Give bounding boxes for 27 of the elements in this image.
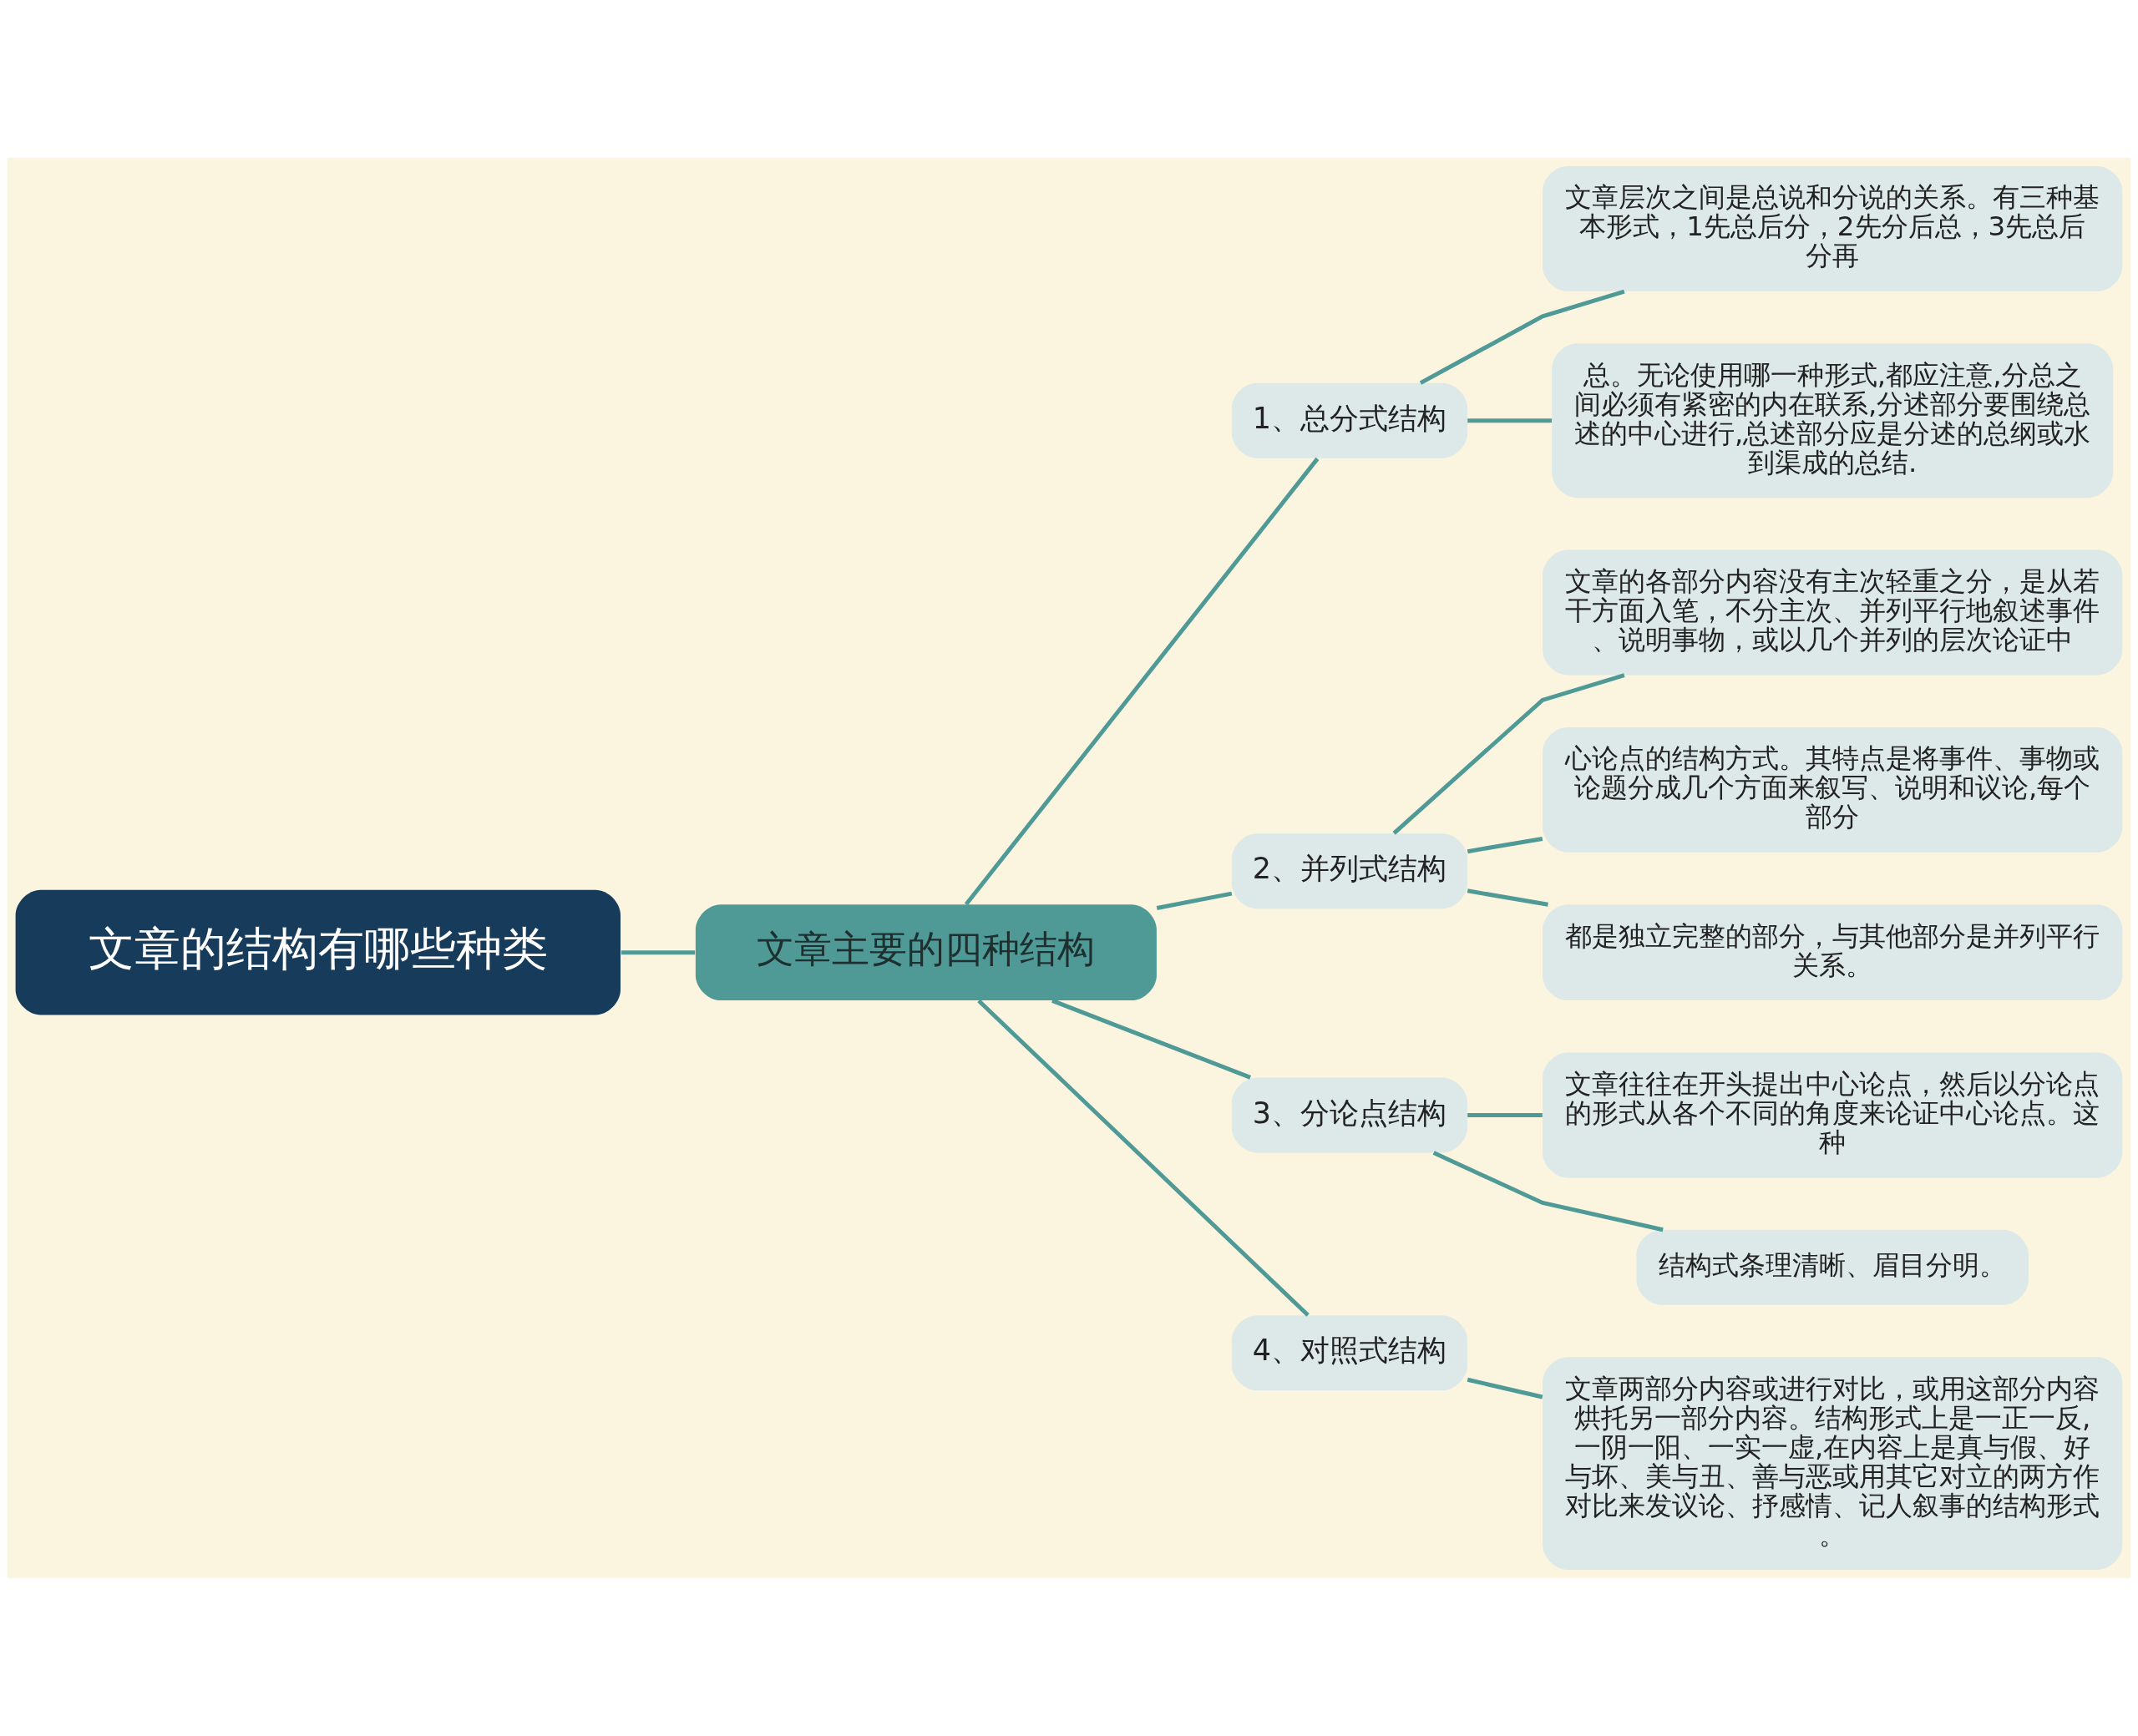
connector xyxy=(1419,289,1625,385)
connector xyxy=(621,950,696,955)
node-box: 3、分论点结构 xyxy=(1231,1077,1468,1153)
node-box: 总。无论使用哪一种形式,都应注意,分总之间必须有紧密的内在联系,分述部分要围绕总述的中心进行,总述部分应是分述的总纲或水到渠成的总结. xyxy=(1552,343,2114,499)
connector xyxy=(1392,673,1625,835)
connector xyxy=(977,999,1310,1317)
connector xyxy=(1467,836,1543,854)
node-box: 4、对照式结构 xyxy=(1231,1315,1468,1391)
connector xyxy=(1432,1151,1664,1232)
node-box: 心论点的结构方式。其特点是将事件、事物或论题分成几个方面来叙写、说明和议论,每个部分 xyxy=(1543,726,2123,853)
connector xyxy=(1467,888,1548,907)
node-box: 2、并列式结构 xyxy=(1231,833,1468,909)
node-box: 1、总分式结构 xyxy=(1231,382,1468,458)
node-box: 文章的各部分内容没有主次轻重之分，是从若干方面入笔，不分主次、并列平行地叙述事件、说明事物，或以几个并列的层次论证中 xyxy=(1543,549,2123,676)
node-box: 都是独立完整的部分，与其他部分是并列平行关系。 xyxy=(1543,904,2123,1001)
connector xyxy=(1467,1377,1543,1399)
connector xyxy=(1051,999,1252,1080)
node-box: 文章层次之间是总说和分说的关系。有三种基本形式，1先总后分，2先分后总，3先总后分再 xyxy=(1543,166,2123,291)
node-box: 文章两部分内容或进行对比，或用这部分内容烘托另一部分内容。结构形式上是一正一反,一阴一阳、一实一虚,在内容上是真与假、好与坏、美与丑、善与恶或用其它对立的两方作对比来发议论、抒感情、记人叙事的结构形式。 xyxy=(1543,1357,2123,1570)
connector xyxy=(1156,891,1233,910)
connector xyxy=(1467,1113,1543,1117)
node-box: 文章往往在开头提出中心论点，然后以分论点的形式从各个不同的角度来论证中心论点。这种 xyxy=(1543,1052,2123,1178)
node-box: 结构式条理清晰、眉目分明。 xyxy=(1636,1229,2029,1305)
connector xyxy=(1467,418,1553,423)
connector xyxy=(964,457,1320,906)
node-box: 文章主要的四种结构 xyxy=(695,904,1157,1001)
node-box: 文章的结构有哪些种类 xyxy=(15,889,621,1015)
